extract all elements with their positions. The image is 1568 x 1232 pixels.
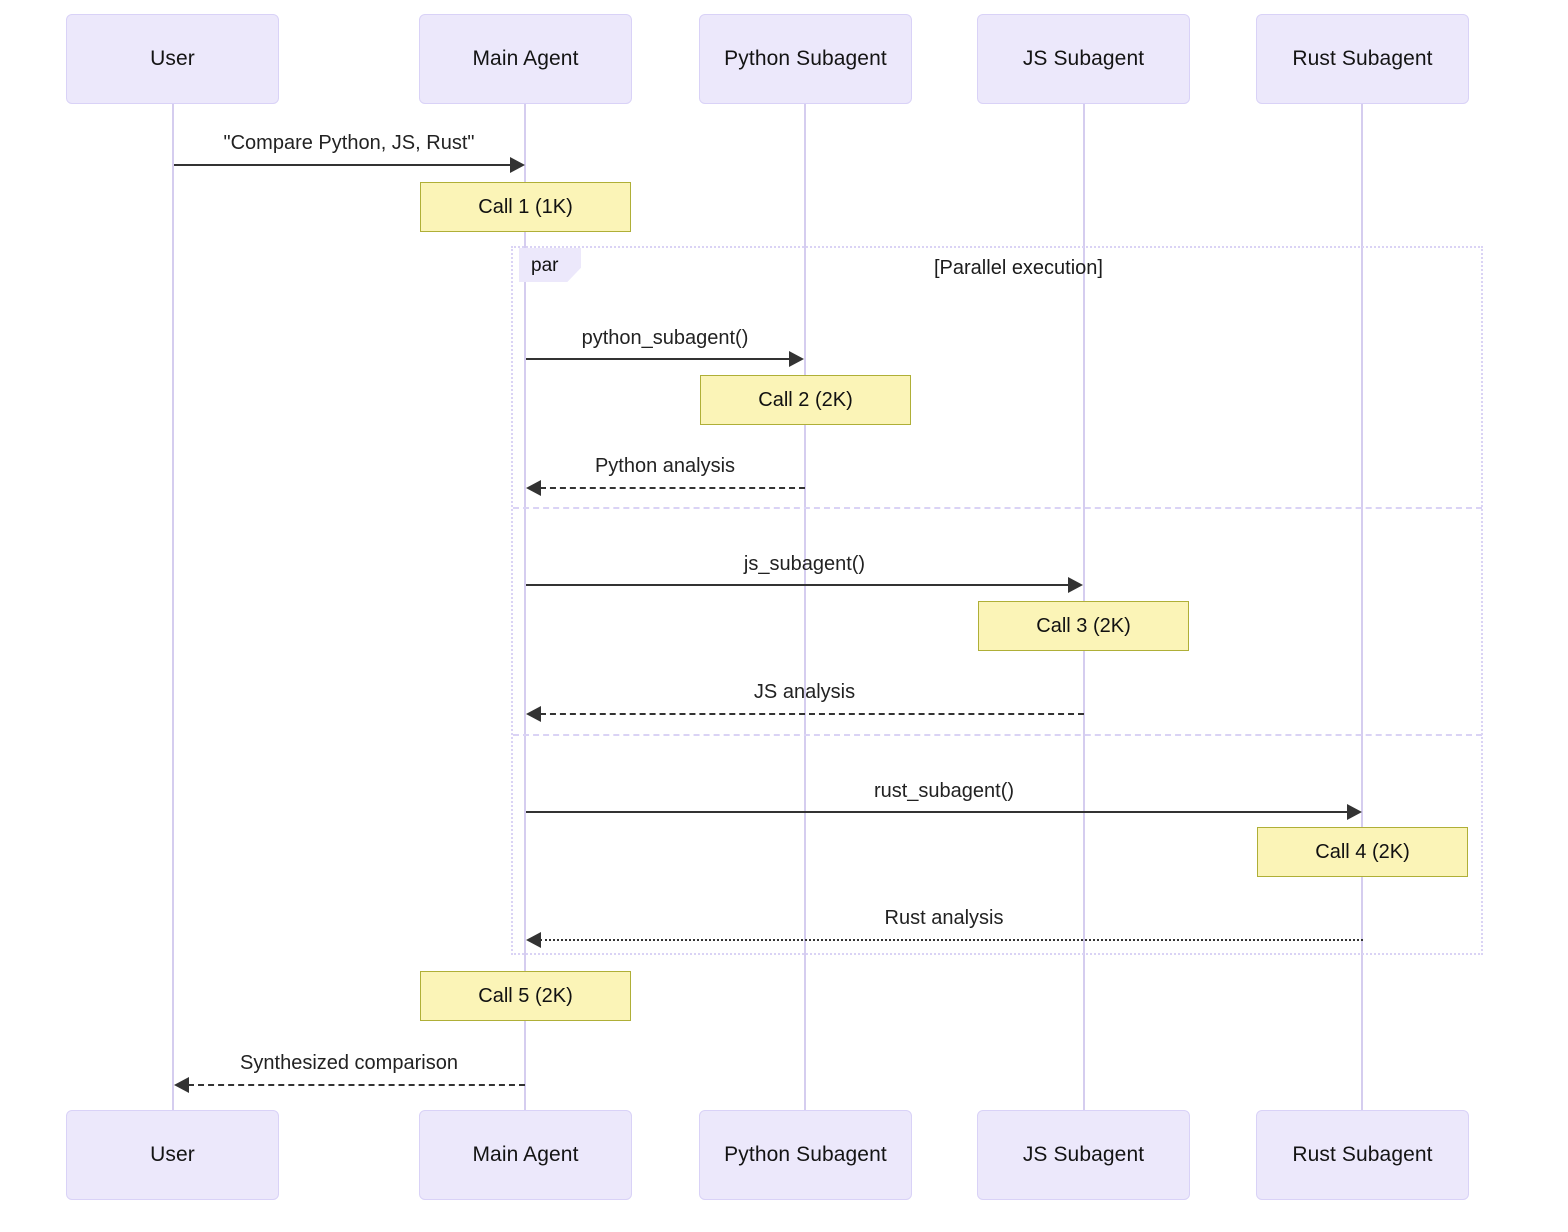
message-label-compare-request: "Compare Python, JS, Rust" xyxy=(223,132,475,154)
message-label-js-analysis: JS analysis xyxy=(753,681,856,703)
participant-label-rust-subagent: Rust Subagent xyxy=(1292,47,1433,70)
participant-header-js-subagent[interactable]: JS Subagent xyxy=(977,14,1190,104)
message-arrowhead-synthesized-comparison xyxy=(174,1077,189,1093)
message-label-synthesized-comparison: Synthesized comparison xyxy=(240,1052,458,1074)
note-label-call-3: Call 3 (2K) xyxy=(1036,614,1131,637)
note-label-call-4: Call 4 (2K) xyxy=(1315,840,1410,863)
participant-header-user[interactable]: User xyxy=(66,14,279,104)
message-line-rust-subagent-call xyxy=(526,811,1349,813)
participant-header-rust-subagent[interactable]: Rust Subagent xyxy=(1256,14,1469,104)
participant-label-js-subagent: JS Subagent xyxy=(1022,47,1145,70)
message-arrowhead-compare-request xyxy=(510,157,525,173)
note-label-call-5: Call 5 (2K) xyxy=(478,984,573,1007)
message-line-rust-analysis xyxy=(540,939,1363,941)
participant-label-user: User xyxy=(150,47,195,70)
note-label-call-1: Call 1 (1K) xyxy=(478,195,573,218)
fragment-par-keyword: par xyxy=(531,254,559,276)
message-line-js-subagent-call xyxy=(526,584,1070,586)
message-line-python-analysis xyxy=(540,487,805,489)
fragment-divider-2 xyxy=(513,734,1482,736)
participant-footer-label-main-agent: Main Agent xyxy=(472,1143,579,1166)
message-arrowhead-js-analysis xyxy=(526,706,541,722)
lifeline-user xyxy=(172,104,174,1110)
message-label-rust-analysis: Rust analysis xyxy=(884,907,1004,929)
message-arrowhead-js-subagent-call xyxy=(1068,577,1083,593)
participant-footer-label-python-subagent: Python Subagent xyxy=(724,1143,887,1166)
message-arrowhead-rust-analysis xyxy=(526,932,541,948)
participant-label-python-subagent: Python Subagent xyxy=(724,47,887,70)
note-call-5: Call 5 (2K) xyxy=(420,971,631,1021)
message-line-compare-request xyxy=(174,164,512,166)
note-call-2: Call 2 (2K) xyxy=(700,375,911,425)
lifeline-main xyxy=(524,104,526,1110)
lifeline-rust xyxy=(1361,104,1363,1110)
participant-label-main-agent: Main Agent xyxy=(472,47,579,70)
message-label-python-analysis: Python analysis xyxy=(594,455,736,477)
participant-header-main-agent[interactable]: Main Agent xyxy=(419,14,632,104)
message-label-rust-subagent-call: rust_subagent() xyxy=(873,780,1015,802)
message-label-python-subagent-call: python_subagent() xyxy=(581,327,749,349)
participant-header-python-subagent[interactable]: Python Subagent xyxy=(699,14,912,104)
note-label-call-2: Call 2 (2K) xyxy=(758,388,853,411)
fragment-par-condition: [Parallel execution] xyxy=(934,257,1103,279)
message-arrowhead-python-analysis xyxy=(526,480,541,496)
participant-footer-python-subagent[interactable]: Python Subagent xyxy=(699,1110,912,1200)
participant-footer-js-subagent[interactable]: JS Subagent xyxy=(977,1110,1190,1200)
note-call-4: Call 4 (2K) xyxy=(1257,827,1468,877)
participant-footer-rust-subagent[interactable]: Rust Subagent xyxy=(1256,1110,1469,1200)
participant-footer-label-user: User xyxy=(150,1143,195,1166)
message-arrowhead-python-subagent-call xyxy=(789,351,804,367)
participant-footer-main-agent[interactable]: Main Agent xyxy=(419,1110,632,1200)
participant-footer-label-rust-subagent: Rust Subagent xyxy=(1292,1143,1433,1166)
message-arrowhead-rust-subagent-call xyxy=(1347,804,1362,820)
participant-footer-label-js-subagent: JS Subagent xyxy=(1022,1143,1145,1166)
note-call-3: Call 3 (2K) xyxy=(978,601,1189,651)
lifeline-python xyxy=(804,104,806,1110)
message-line-js-analysis xyxy=(540,713,1084,715)
fragment-par-tag: par xyxy=(519,248,581,282)
participant-footer-user[interactable]: User xyxy=(66,1110,279,1200)
message-line-python-subagent-call xyxy=(526,358,791,360)
note-call-1: Call 1 (1K) xyxy=(420,182,631,232)
message-label-js-subagent-call: js_subagent() xyxy=(743,553,866,575)
fragment-par-box xyxy=(511,246,1483,955)
fragment-divider-1 xyxy=(513,507,1482,509)
message-line-synthesized-comparison xyxy=(188,1084,525,1086)
